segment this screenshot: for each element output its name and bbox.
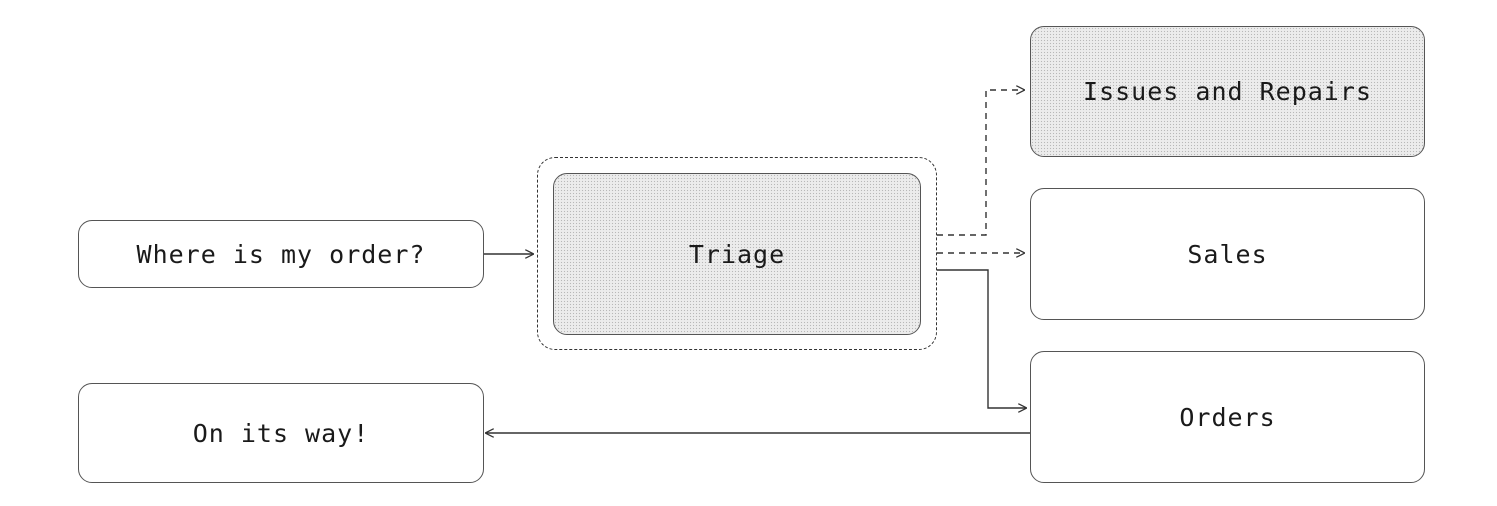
orders-label: Orders <box>1179 402 1276 432</box>
triage-group-outline <box>537 157 937 350</box>
issues-and-repairs-node: Issues and Repairs <box>1030 26 1425 157</box>
arrow-triage-to-issues <box>937 90 1024 236</box>
answer-label: On its way! <box>192 418 370 448</box>
sales-node: Sales <box>1030 188 1425 320</box>
sales-label: Sales <box>1187 239 1268 269</box>
question-label: Where is my order? <box>136 239 426 269</box>
answer-node: On its way! <box>78 383 484 483</box>
question-node: Where is my order? <box>78 220 484 288</box>
triage-label: Triage <box>688 239 786 269</box>
issues-and-repairs-label: Issues and Repairs <box>1083 77 1372 106</box>
triage-node: Triage <box>553 173 921 335</box>
orders-node: Orders <box>1030 351 1425 483</box>
arrow-triage-to-orders <box>937 269 1026 408</box>
